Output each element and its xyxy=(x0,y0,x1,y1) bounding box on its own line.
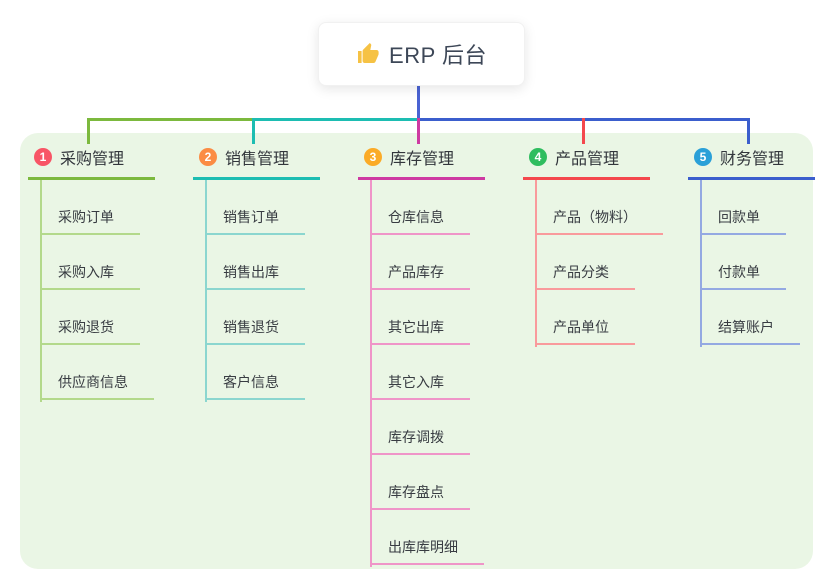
branch-node-2[interactable]: 2 销售管理 xyxy=(193,145,320,180)
child-node[interactable]: 库存盘点 xyxy=(370,455,470,510)
branch-库存管理: 3 库存管理 仓库信息产品库存其它出库其它入库库存调拨库存盘点出库库明细 xyxy=(358,145,485,567)
priority-badge: 4 xyxy=(529,148,547,166)
child-node[interactable]: 供应商信息 xyxy=(40,345,154,400)
child-node-label: 销售退货 xyxy=(223,319,279,335)
child-node-label: 产品库存 xyxy=(388,264,444,280)
branch-child-connector xyxy=(205,180,207,402)
child-node-label: 采购订单 xyxy=(58,209,114,225)
child-node[interactable]: 采购退货 xyxy=(40,290,140,345)
priority-badge: 5 xyxy=(694,148,712,166)
child-node-label: 付款单 xyxy=(718,264,760,280)
child-node-label: 产品分类 xyxy=(553,264,609,280)
child-node[interactable]: 产品分类 xyxy=(535,235,635,290)
branch-children-list: 产品（物料） 产品分类产品单位 xyxy=(523,180,663,345)
branch-children-list: 采购订单采购入库采购退货供应商信息 xyxy=(28,180,155,400)
child-node[interactable]: 采购订单 xyxy=(40,180,140,235)
branch-node-1[interactable]: 1 采购管理 xyxy=(28,145,155,180)
child-node-label: 销售订单 xyxy=(223,209,279,225)
branch-children-list: 回款单付款单结算账户 xyxy=(688,180,815,345)
branch-child-connector xyxy=(370,180,372,567)
child-node[interactable]: 采购入库 xyxy=(40,235,140,290)
branch-node-4[interactable]: 4 产品管理 xyxy=(523,145,650,180)
branch-node-label: 销售管理 xyxy=(225,151,290,168)
branch-children-list: 销售订单销售出库销售退货客户信息 xyxy=(193,180,320,400)
branch-children-list: 仓库信息产品库存其它出库其它入库库存调拨库存盘点出库库明细 xyxy=(358,180,485,565)
branch-采购管理: 1 采购管理 采购订单采购入库采购退货供应商信息 xyxy=(28,145,155,402)
child-node[interactable]: 仓库信息 xyxy=(370,180,470,235)
child-node[interactable]: 销售出库 xyxy=(205,235,305,290)
child-node-label: 库存盘点 xyxy=(388,484,444,500)
child-node[interactable]: 付款单 xyxy=(700,235,786,290)
branch-node-label: 库存管理 xyxy=(390,151,455,168)
branch-销售管理: 2 销售管理 销售订单销售出库销售退货客户信息 xyxy=(193,145,320,402)
child-node-label: 产品（物料） xyxy=(553,209,637,225)
branch-产品管理: 4 产品管理 产品（物料） 产品分类产品单位 xyxy=(523,145,663,347)
child-node[interactable]: 客户信息 xyxy=(205,345,305,400)
child-node-label: 采购入库 xyxy=(58,264,114,280)
child-node[interactable]: 库存调拨 xyxy=(370,400,470,455)
branch-child-connector xyxy=(700,180,702,347)
child-node[interactable]: 其它入库 xyxy=(370,345,470,400)
branch-node-5[interactable]: 5 财务管理 xyxy=(688,145,815,180)
branch-drop-connector xyxy=(417,118,420,144)
child-node-label: 销售出库 xyxy=(223,264,279,280)
child-node[interactable]: 回款单 xyxy=(700,180,786,235)
child-node[interactable]: 结算账户 xyxy=(700,290,800,345)
priority-badge: 1 xyxy=(34,148,52,166)
bus-segment xyxy=(87,118,255,121)
branch-child-connector xyxy=(535,180,537,347)
child-node-label: 结算账户 xyxy=(718,319,774,335)
root-node-label: ERP 后台 xyxy=(389,43,487,68)
child-node-label: 采购退货 xyxy=(58,319,114,335)
child-node[interactable]: 产品单位 xyxy=(535,290,635,345)
thumbs-up-icon xyxy=(356,42,380,66)
branch-node-3[interactable]: 3 库存管理 xyxy=(358,145,485,180)
branch-node-label: 财务管理 xyxy=(720,151,785,168)
child-node-label: 客户信息 xyxy=(223,374,279,390)
child-node-label: 出库库明细 xyxy=(388,539,458,555)
child-node[interactable]: 销售退货 xyxy=(205,290,305,345)
child-node-label: 产品单位 xyxy=(553,319,609,335)
child-node[interactable]: 产品（物料） xyxy=(535,180,663,235)
child-node-label: 库存调拨 xyxy=(388,429,444,445)
branch-drop-connector xyxy=(747,118,750,144)
child-node-label: 其它入库 xyxy=(388,374,444,390)
child-node[interactable]: 出库库明细 xyxy=(370,510,484,565)
branch-drop-connector xyxy=(87,118,90,144)
child-node-label: 其它出库 xyxy=(388,319,444,335)
child-node[interactable]: 产品库存 xyxy=(370,235,470,290)
branch-node-label: 产品管理 xyxy=(555,151,620,168)
child-node-label: 仓库信息 xyxy=(388,209,444,225)
branch-node-label: 采购管理 xyxy=(60,151,125,168)
child-node[interactable]: 销售订单 xyxy=(205,180,305,235)
branch-财务管理: 5 财务管理 回款单付款单结算账户 xyxy=(688,145,815,347)
root-node[interactable]: ERP 后台 xyxy=(318,22,525,86)
mindmap-panel xyxy=(20,133,813,569)
child-node-label: 回款单 xyxy=(718,209,760,225)
bus-segment xyxy=(252,118,420,121)
child-node-label: 供应商信息 xyxy=(58,374,128,390)
branch-drop-connector xyxy=(582,118,585,144)
priority-badge: 3 xyxy=(364,148,382,166)
priority-badge: 2 xyxy=(199,148,217,166)
root-connector-line xyxy=(417,84,420,121)
branch-child-connector xyxy=(40,180,42,402)
branch-drop-connector xyxy=(252,118,255,144)
child-node[interactable]: 其它出库 xyxy=(370,290,470,345)
